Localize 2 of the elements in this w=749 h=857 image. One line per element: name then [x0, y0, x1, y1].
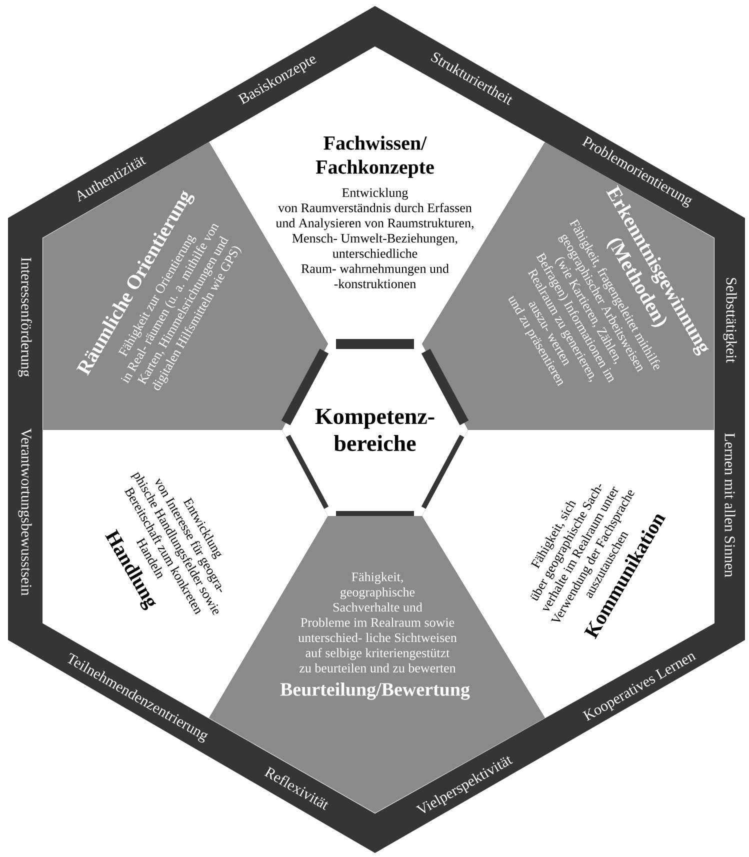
band-label: Verantwortungsbewusstsein	[18, 428, 32, 596]
band-label: Lernen mit allen Sinnen	[724, 433, 736, 578]
